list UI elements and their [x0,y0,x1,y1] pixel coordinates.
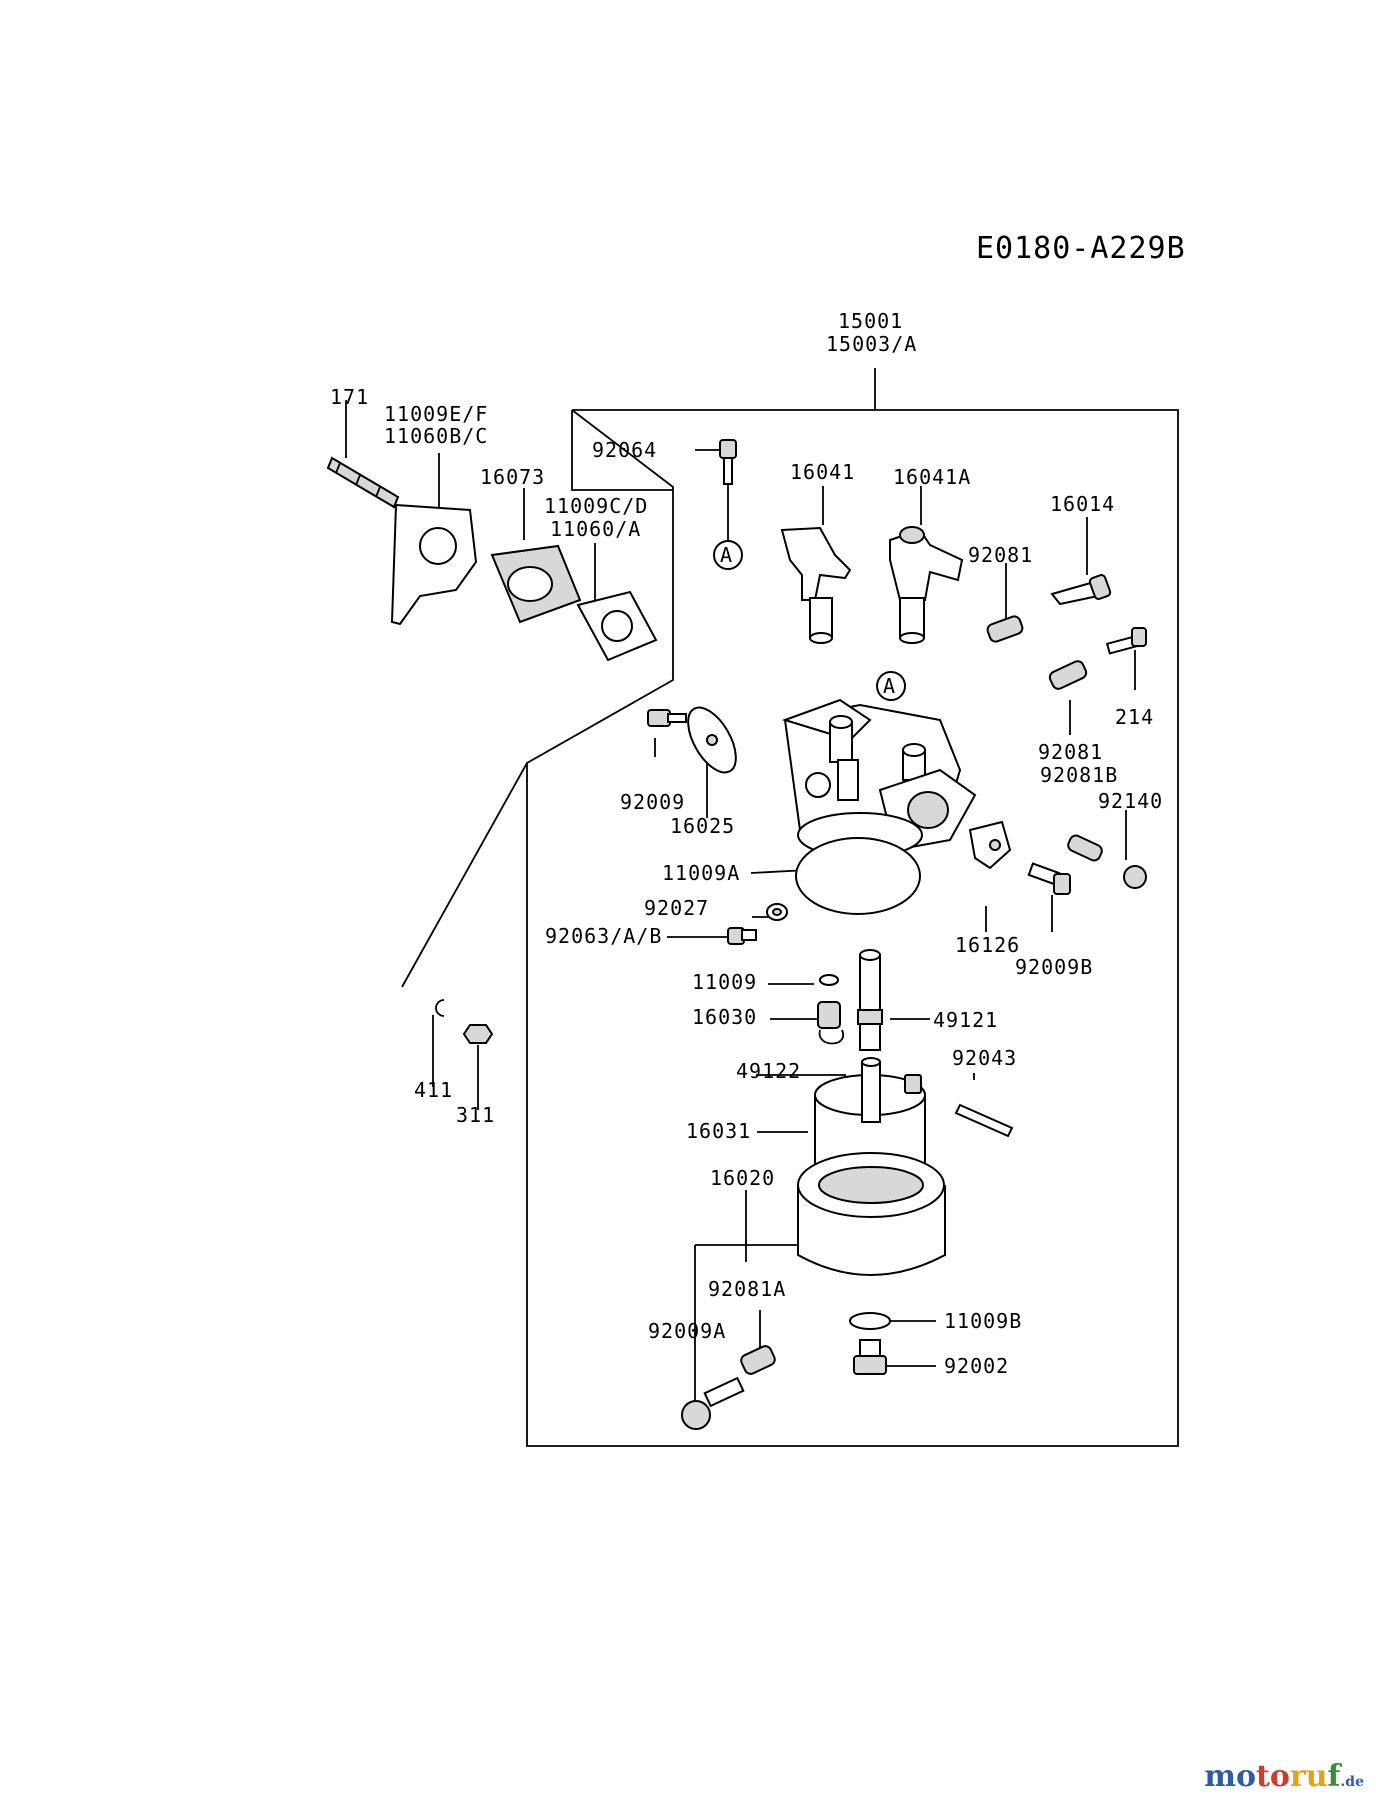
spring-92081b [1067,834,1103,862]
label-16020: 16020 [710,1166,775,1190]
label-11060a: 11060/A [550,517,641,541]
label-16126: 16126 [955,933,1020,957]
screw-92009a [681,1376,745,1430]
label-92081b: 92081B [1040,763,1118,787]
lever-16041 [780,526,852,644]
lever-16041a [889,526,964,644]
motoruf-watermark: motoruf.de [1204,1759,1364,1794]
washer-11009 [819,974,839,986]
spring-92081 [1048,660,1088,690]
label-92009b: 92009B [1015,955,1093,979]
label-92081-top: 92081 [968,543,1033,567]
spring-92081a [740,1345,776,1375]
label-16073: 16073 [480,465,545,489]
needle-16030 [817,1001,845,1045]
insulator-16073 [490,544,582,624]
screw-92009b [1027,862,1071,895]
assembly-outline [526,409,1179,1447]
label-411: 411 [414,1078,453,1102]
label-16041: 16041 [790,460,855,484]
washer-92027 [766,903,788,921]
screw-92064 [719,439,737,485]
plate-16126 [968,820,1012,870]
plate-16025 [687,706,737,774]
clip-411 [435,999,445,1017]
nozzle-49121 [857,949,883,1051]
washer-11009b [849,1312,891,1330]
svg-text:A: A [720,543,733,567]
label-92002: 92002 [944,1354,1009,1378]
label-92063ab: 92063/A/B [545,924,662,948]
label-16041a: 16041A [893,465,971,489]
gasket-11009cd [576,590,658,662]
nut-311 [462,1024,494,1044]
label-16031: 16031 [686,1119,751,1143]
label-16014: 16014 [1050,492,1115,516]
screw-92009 [647,709,687,727]
label-11009b: 11009B [944,1309,1022,1333]
screw-214 [1105,627,1147,655]
label-11009ef: 11009E/F [384,402,488,426]
label-11009cd: 11009C/D [544,494,648,518]
label-92009: 92009 [620,790,685,814]
label-92043: 92043 [952,1046,1017,1070]
screw-92063ab [727,927,757,945]
gasket-11009a [795,837,921,915]
pin-92043 [954,1103,1014,1138]
label-49122: 49122 [736,1059,801,1083]
ball-92140 [1123,865,1147,889]
bolt-92002 [853,1339,887,1375]
part-labels: 15001 15003/A 171 11009E/F 11060B/C 1607… [330,309,1163,1378]
screw-16014 [1050,574,1112,606]
label-171: 171 [330,385,369,409]
label-11009: 11009 [692,970,757,994]
gasket-11009ef [390,503,478,626]
valve-49122 [861,1057,922,1123]
label-214: 214 [1115,705,1154,729]
label-16025: 16025 [670,814,735,838]
label-15001: 15001 [838,309,903,333]
label-92140: 92140 [1098,789,1163,813]
ref-marker-a-top: A [713,540,743,570]
diagram-code: E0180-A229B [976,231,1186,266]
spring-92081-top [986,615,1024,643]
label-15003a: 15003/A [826,332,917,356]
label-49121: 49121 [933,1008,998,1032]
label-92064: 92064 [592,438,657,462]
label-16030: 16030 [692,1005,757,1029]
bowl-16020 [797,1152,946,1276]
assembly-bracket [571,410,673,491]
label-11060bc: 11060B/C [384,424,488,448]
leader-outline-left [401,762,528,988]
stud-171 [326,456,400,509]
label-92081: 92081 [1038,740,1103,764]
ref-marker-a-mid: A [876,671,906,701]
label-311: 311 [456,1103,495,1127]
label-11009a: 11009A [662,861,740,885]
svg-text:A: A [883,674,896,698]
label-92081a: 92081A [708,1277,786,1301]
label-92027: 92027 [644,896,709,920]
label-92009a: 92009A [648,1319,726,1343]
